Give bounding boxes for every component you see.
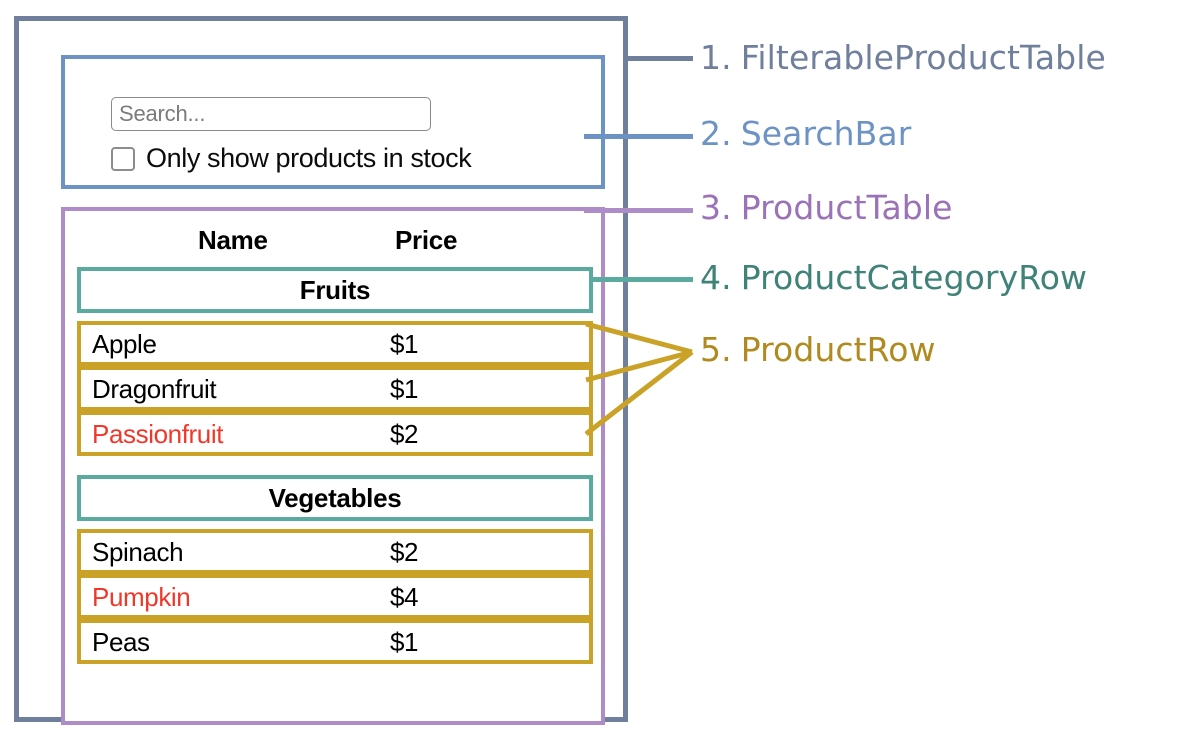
column-header-name: Name	[198, 225, 268, 255]
legend-label: SearchBar	[740, 114, 912, 153]
leader-line-search-bar	[584, 134, 693, 139]
product-price: $4	[390, 582, 419, 612]
legend-number: 4.	[700, 258, 732, 297]
product-table: Name Price Fruits Apple $1 Dragonfruit $…	[77, 219, 593, 664]
product-name: Apple	[92, 329, 157, 359]
legend-item-product-table: 3.ProductTable	[700, 188, 953, 227]
legend-label: FilterableProductTable	[740, 38, 1106, 77]
product-name: Peas	[92, 627, 150, 657]
legend-number: 5.	[700, 330, 732, 369]
product-name: Passionfruit	[92, 419, 224, 449]
group-spacer	[77, 456, 593, 475]
product-price: $2	[390, 419, 419, 449]
legend-item-search-bar: 2.SearchBar	[700, 114, 911, 153]
product-category-label: Vegetables	[268, 483, 402, 513]
product-row: Spinach $2	[77, 529, 593, 574]
product-table-header: Name Price	[77, 219, 593, 267]
product-table-boundary: Name Price Fruits Apple $1 Dragonfruit $…	[61, 207, 605, 725]
legend-label: ProductTable	[740, 188, 953, 227]
product-row: Peas $1	[77, 619, 593, 664]
product-category-label: Fruits	[299, 275, 371, 305]
product-row: Dragonfruit $1	[77, 366, 593, 411]
legend-number: 1.	[700, 38, 732, 77]
legend-item-filterable-product-table: 1.FilterableProductTable	[700, 38, 1106, 77]
product-price: $1	[390, 329, 419, 359]
leader-line-product-category-row	[590, 277, 693, 282]
product-price: $1	[390, 627, 419, 657]
search-bar-boundary: Only show products in stock	[61, 55, 605, 189]
product-row: Pumpkin $4	[77, 574, 593, 619]
legend-label: ProductCategoryRow	[740, 258, 1088, 297]
leader-line-filterable-product-table	[625, 56, 693, 61]
legend-number: 3.	[700, 188, 732, 227]
legend-item-product-category-row: 4.ProductCategoryRow	[700, 258, 1087, 297]
filterable-product-table-boundary: Only show products in stock Name Price F…	[14, 16, 628, 725]
product-category-row: Vegetables	[77, 475, 593, 521]
legend-item-product-row: 5.ProductRow	[700, 330, 936, 369]
product-name: Spinach	[92, 537, 184, 567]
column-header-price: Price	[395, 225, 458, 255]
leader-line-product-row-fan	[584, 321, 694, 436]
product-row: Passionfruit $2	[77, 411, 593, 456]
in-stock-filter-row[interactable]: Only show products in stock	[111, 143, 472, 174]
product-name: Dragonfruit	[92, 374, 217, 404]
product-row: Apple $1	[77, 321, 593, 366]
search-input[interactable]	[111, 97, 431, 131]
product-category-row: Fruits	[77, 267, 593, 313]
legend-label: ProductRow	[740, 330, 936, 369]
product-price: $1	[390, 374, 419, 404]
product-name: Pumpkin	[92, 582, 191, 612]
legend-number: 2.	[700, 114, 732, 153]
in-stock-checkbox-label: Only show products in stock	[146, 143, 472, 173]
leader-line-product-table	[584, 208, 693, 213]
in-stock-checkbox[interactable]	[111, 146, 135, 171]
product-price: $2	[390, 537, 419, 567]
